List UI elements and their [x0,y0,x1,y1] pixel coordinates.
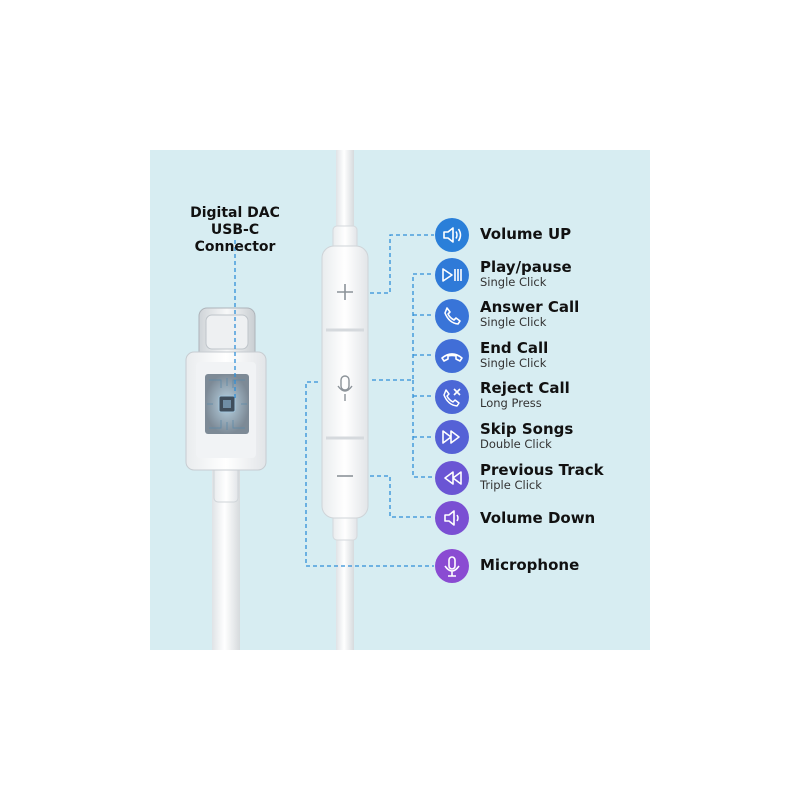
volume-down-icon [435,501,469,535]
control-title: Volume Down [480,509,596,527]
rewind-icon [435,461,469,495]
inline-remote [321,245,369,519]
control-label-skip-songs: Skip Songs Double Click [480,421,573,451]
control-label-play-pause: Play/pause Single Click [480,259,572,289]
phone-end-icon [435,339,469,373]
control-title: Volume UP [480,225,572,243]
microphone-icon [435,549,469,583]
control-label-volume-down: Volume Down [480,510,595,527]
control-title: Previous Track [480,461,604,479]
control-subtitle: Long Press [480,396,542,410]
control-subtitle: Single Click [480,315,547,329]
control-title: Reject Call [480,379,570,397]
control-title: Skip Songs [480,420,574,438]
play-pause-icon [435,258,469,292]
connector-label-line1: Digital DAC [190,205,280,221]
connector-label-line2: USB-C Connector [194,222,276,255]
control-label-microphone: Microphone [480,557,579,574]
control-label-reject-call: Reject Call Long Press [480,380,570,410]
usb-c-cable [212,461,240,650]
control-label-previous-track: Previous Track Triple Click [480,462,604,492]
control-label-volume-up: Volume UP [480,226,571,243]
leader-lines [305,234,434,567]
control-title: Answer Call [480,298,580,316]
connector-label: Digital DAC USB-C Connector [170,205,300,256]
control-subtitle: Triple Click [480,478,542,492]
control-subtitle: Double Click [480,437,552,451]
volume-up-icon [435,218,469,252]
phone-answer-icon [435,299,469,333]
control-title: Microphone [480,556,580,574]
control-subtitle: Single Click [480,356,547,370]
phone-reject-icon [435,380,469,414]
control-title: End Call [480,339,549,357]
control-title: Play/pause [480,258,572,276]
fast-forward-icon [435,420,469,454]
control-subtitle: Single Click [480,275,547,289]
usb-c-connector [185,307,267,471]
control-label-answer-call: Answer Call Single Click [480,299,579,329]
control-label-end-call: End Call Single Click [480,340,548,370]
